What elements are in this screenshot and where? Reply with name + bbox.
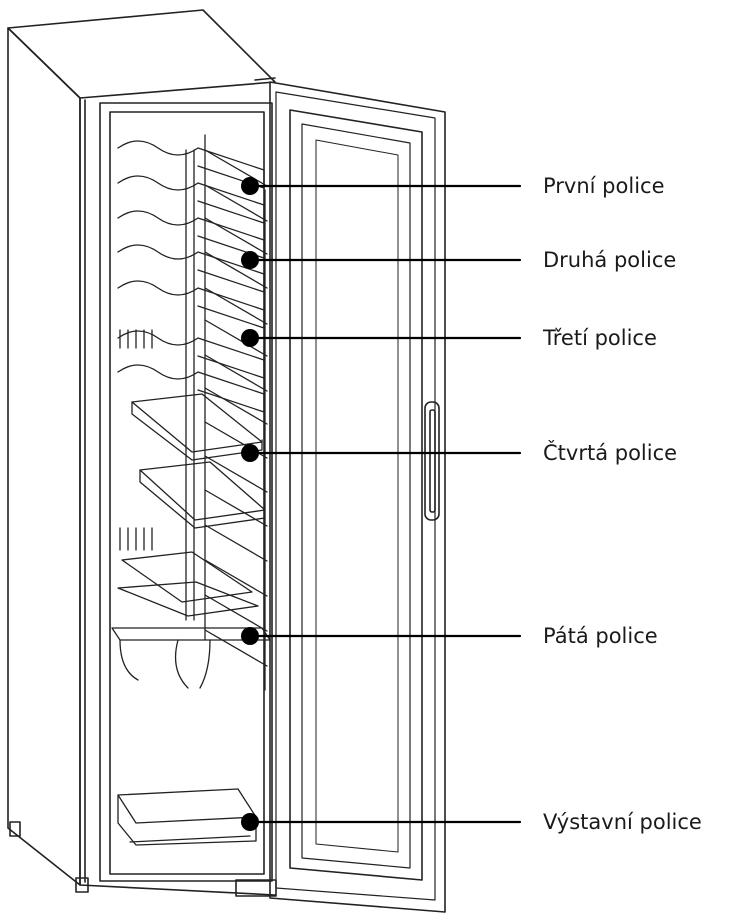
- label-shelf-1: První police: [543, 174, 665, 198]
- label-shelf-2: Druhá police: [543, 248, 677, 272]
- label-shelf-5: Pátá police: [543, 624, 658, 648]
- marker-dot-shelf-1: [241, 177, 259, 195]
- label-shelf-display: Výstavní police: [543, 810, 702, 834]
- callout-dots: [241, 177, 259, 831]
- cabinet: [7, 9, 277, 897]
- marker-dot-shelf-4: [241, 444, 259, 462]
- marker-dot-shelf-display: [241, 813, 259, 831]
- marker-dot-shelf-2: [241, 251, 259, 269]
- marker-dot-shelf-3: [241, 329, 259, 347]
- label-shelf-3: Třetí police: [543, 326, 657, 350]
- wine-racks: [111, 134, 271, 846]
- door: [254, 77, 446, 913]
- callout-lines: [248, 184, 522, 824]
- marker-dot-shelf-5: [241, 627, 259, 645]
- label-shelf-4: Čtvrtá police: [543, 441, 678, 465]
